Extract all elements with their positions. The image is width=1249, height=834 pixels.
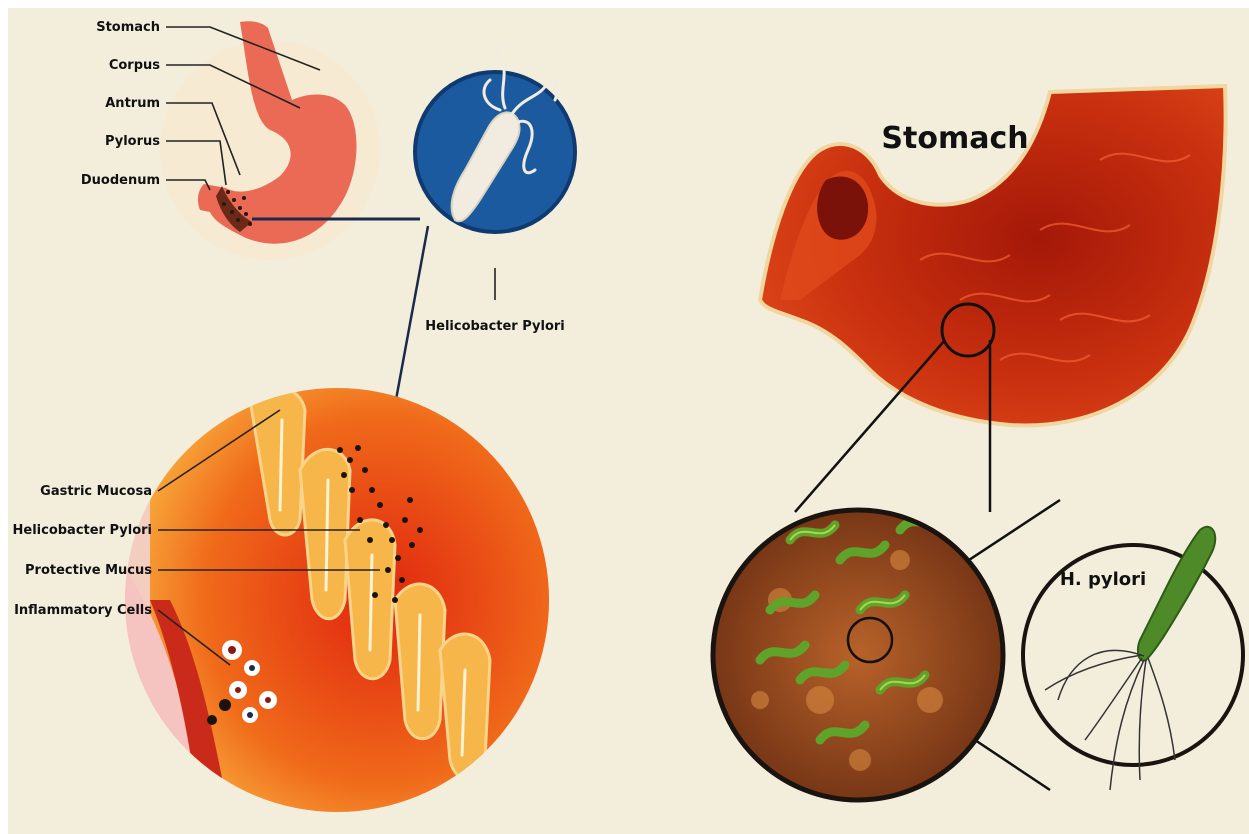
label-duodenum: Duodenum	[81, 173, 160, 188]
label-stomach-large: Stomach	[881, 121, 1028, 156]
label-stomach: Stomach	[96, 20, 160, 35]
label-protective-mucus: Protective Mucus	[25, 563, 152, 578]
label-pylorus: Pylorus	[105, 134, 160, 149]
label-inflammatory-cells: Inflammatory Cells	[14, 603, 152, 618]
label-gastric-mucosa: Gastric Mucosa	[40, 484, 152, 499]
label-helicobacter-top: Helicobacter Pylori	[425, 319, 565, 334]
label-helicobacter-pylori: Helicobacter Pylori	[13, 523, 153, 538]
label-antrum: Antrum	[105, 96, 160, 111]
microscope-view	[713, 510, 1003, 800]
label-corpus: Corpus	[109, 58, 160, 73]
label-h-pylori: H. pylori	[1060, 569, 1146, 590]
